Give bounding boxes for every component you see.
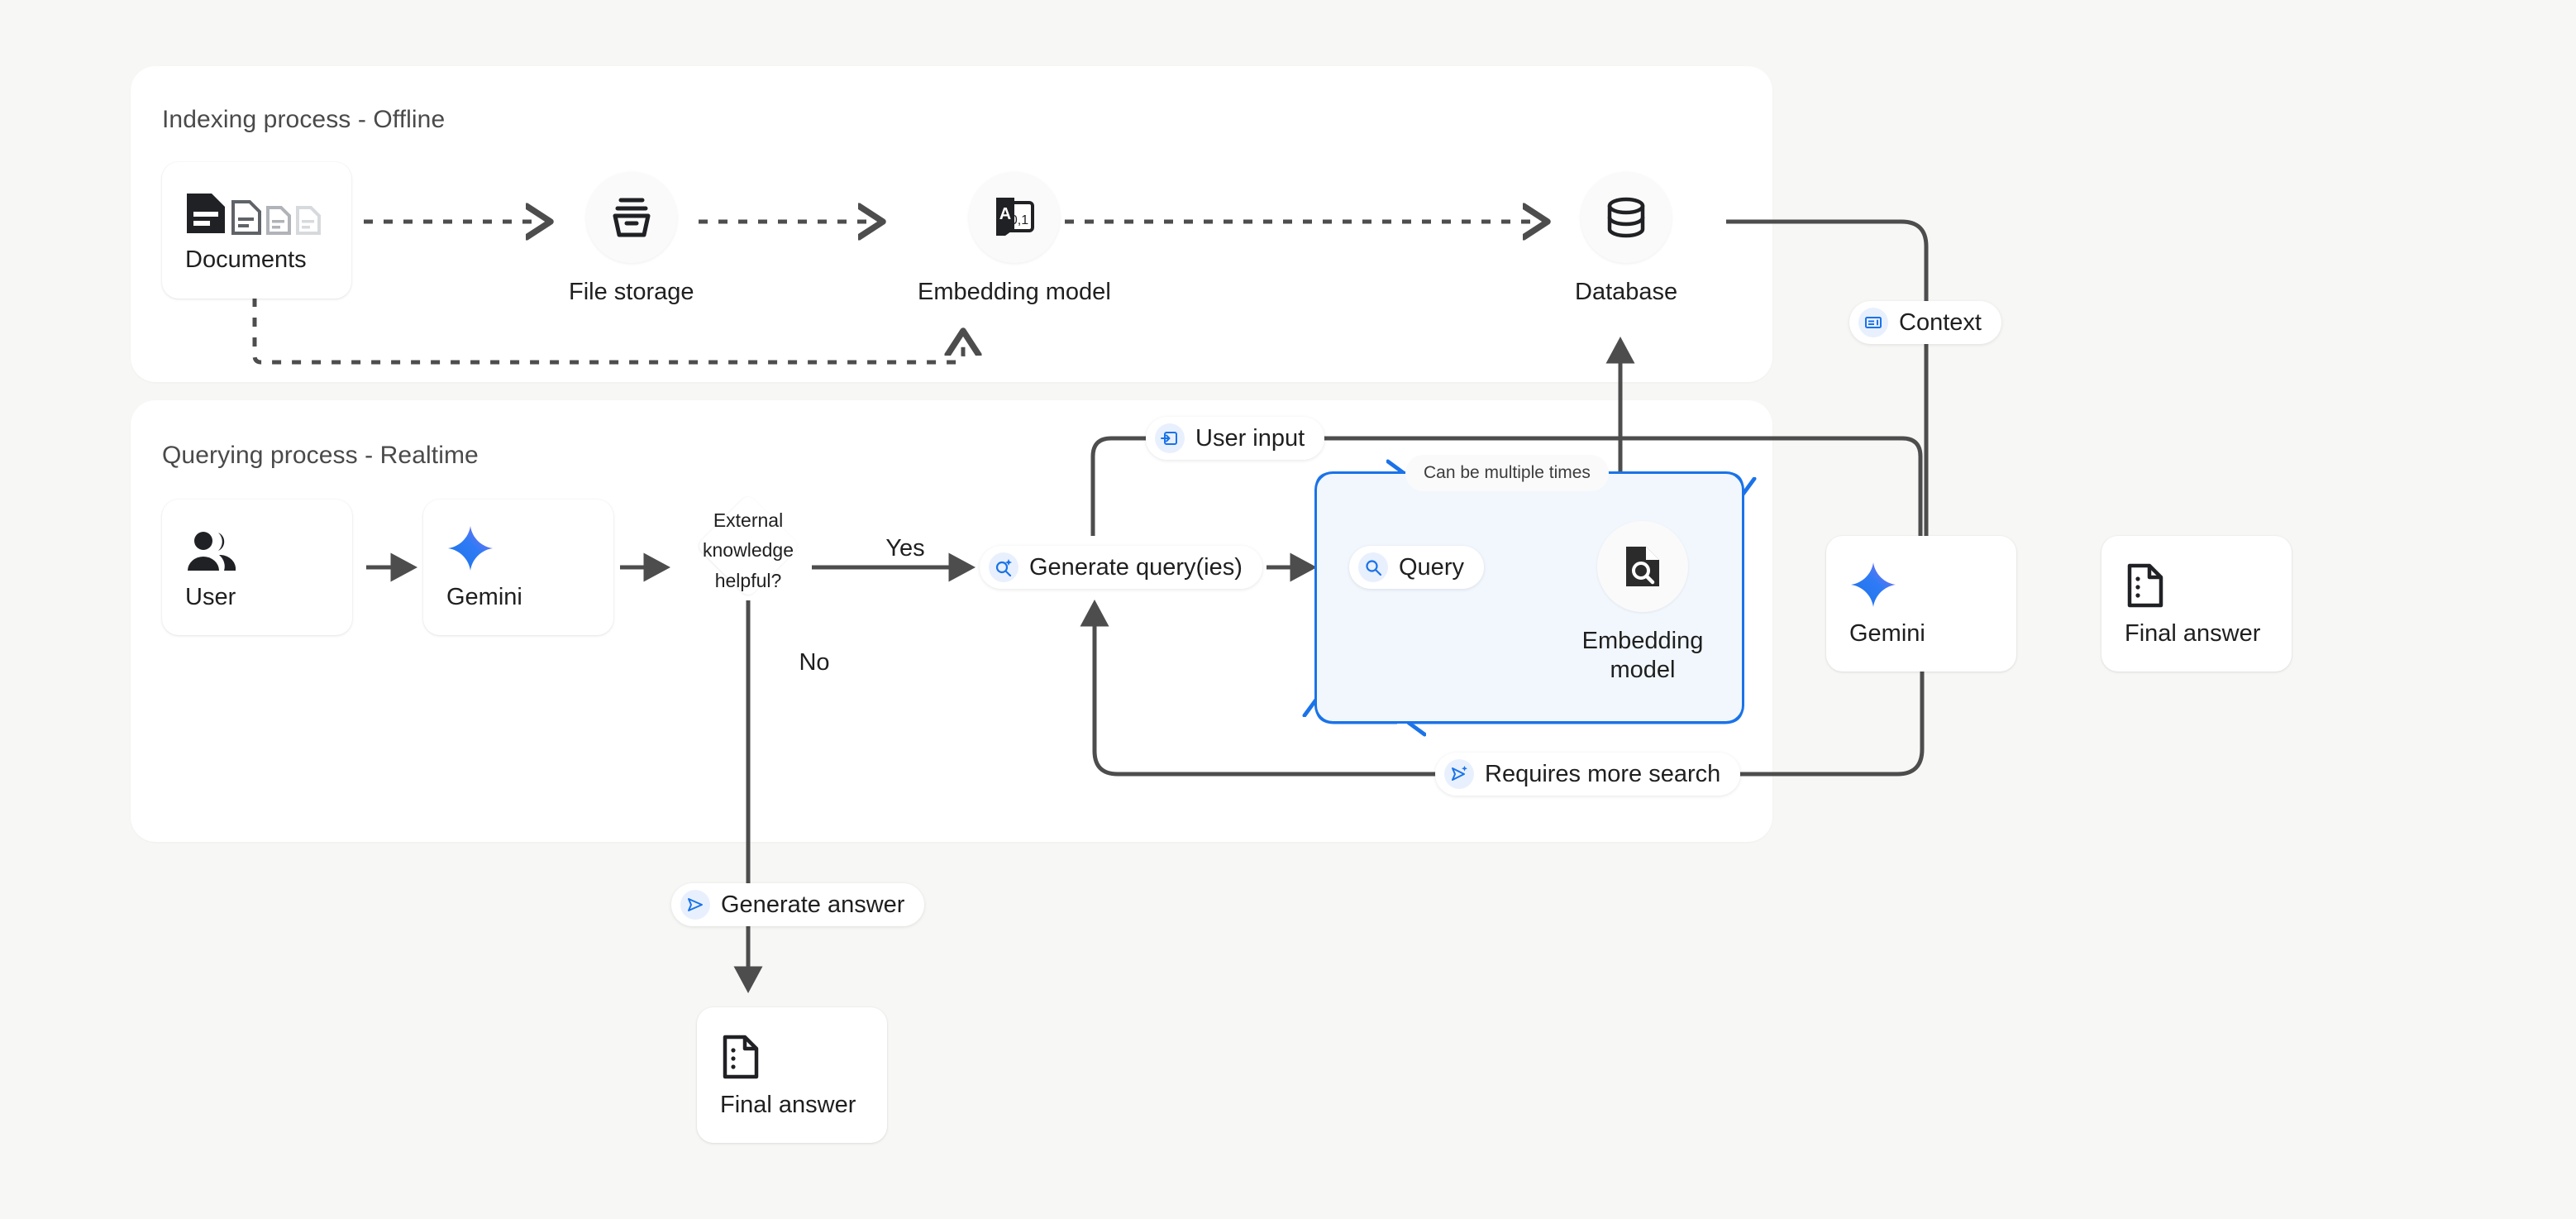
node-label: Documents bbox=[185, 246, 351, 274]
decision-line-3: helpful? bbox=[686, 566, 810, 595]
node-embedding-model-query[interactable]: Embedding model bbox=[1572, 521, 1713, 685]
node-label: Gemini bbox=[1849, 620, 2016, 648]
badge-label: User input bbox=[1195, 425, 1305, 452]
node-embedding-model-offline[interactable]: 0,1 A Embedding model bbox=[918, 172, 1111, 307]
node-label: Gemini bbox=[446, 584, 613, 611]
people-icon bbox=[185, 524, 352, 572]
node-final-answer-right[interactable]: Final answer bbox=[2101, 536, 2292, 672]
send-icon bbox=[680, 890, 710, 920]
node-label: Database bbox=[1575, 278, 1677, 307]
gemini-sparkle-icon bbox=[446, 524, 613, 572]
loop-note-text: Can be multiple times bbox=[1424, 463, 1591, 483]
inbox-tray-icon bbox=[586, 172, 677, 263]
node-database[interactable]: Database bbox=[1575, 172, 1677, 307]
input-arrow-icon bbox=[1155, 423, 1185, 453]
badge-label: Context bbox=[1899, 309, 1982, 337]
node-label: Final answer bbox=[720, 1092, 887, 1119]
search-sparkle-icon bbox=[989, 552, 1018, 582]
context-panel-icon bbox=[1858, 308, 1888, 337]
badge-requires-more-search[interactable]: Requires more search bbox=[1435, 753, 1740, 796]
svg-text:A: A bbox=[999, 205, 1011, 223]
badge-context[interactable]: Context bbox=[1849, 301, 2001, 344]
search-icon bbox=[1358, 552, 1388, 582]
node-gemini-right[interactable]: Gemini bbox=[1826, 536, 2016, 672]
node-user[interactable]: User bbox=[162, 500, 352, 635]
send-sparkle-icon bbox=[1444, 759, 1474, 789]
text-to-vector-icon: 0,1 A bbox=[969, 172, 1060, 263]
node-label: File storage bbox=[569, 278, 694, 307]
label-can-be-multiple-times: Can be multiple times bbox=[1405, 455, 1609, 491]
badge-query[interactable]: Query bbox=[1349, 546, 1484, 589]
panel-title-indexing: Indexing process - Offline bbox=[162, 106, 445, 134]
decision-external-knowledge[interactable]: External knowledge helpful? bbox=[686, 494, 810, 598]
gemini-sparkle-icon bbox=[1849, 561, 2016, 609]
badge-label: Generate answer bbox=[721, 892, 904, 919]
badge-user-input[interactable]: User input bbox=[1146, 417, 1324, 460]
badge-generate-answer[interactable]: Generate answer bbox=[671, 883, 924, 926]
node-label: Embedding model bbox=[918, 278, 1111, 307]
database-icon bbox=[1581, 172, 1672, 263]
decision-line-2: knowledge bbox=[686, 535, 810, 565]
node-label: Final answer bbox=[2125, 620, 2292, 648]
badge-label: Query bbox=[1399, 554, 1464, 581]
answer-doc-icon bbox=[720, 1032, 887, 1080]
node-file-storage[interactable]: File storage bbox=[569, 172, 694, 307]
answer-doc-icon bbox=[2125, 561, 2292, 609]
document-search-icon bbox=[1597, 521, 1688, 612]
node-final-answer-bottom[interactable]: Final answer bbox=[697, 1007, 887, 1143]
node-label: User bbox=[185, 584, 352, 611]
node-label: Embedding model bbox=[1572, 627, 1713, 685]
node-gemini-left[interactable]: Gemini bbox=[423, 500, 613, 635]
badge-label: Requires more search bbox=[1485, 761, 1720, 788]
panel-title-querying: Querying process - Realtime bbox=[162, 442, 479, 470]
badge-label: Generate query(ies) bbox=[1029, 554, 1243, 581]
badge-generate-queries[interactable]: Generate query(ies) bbox=[980, 546, 1262, 589]
decision-line-1: External bbox=[686, 505, 810, 535]
documents-icon bbox=[185, 187, 351, 235]
node-documents[interactable]: Documents bbox=[162, 162, 351, 299]
